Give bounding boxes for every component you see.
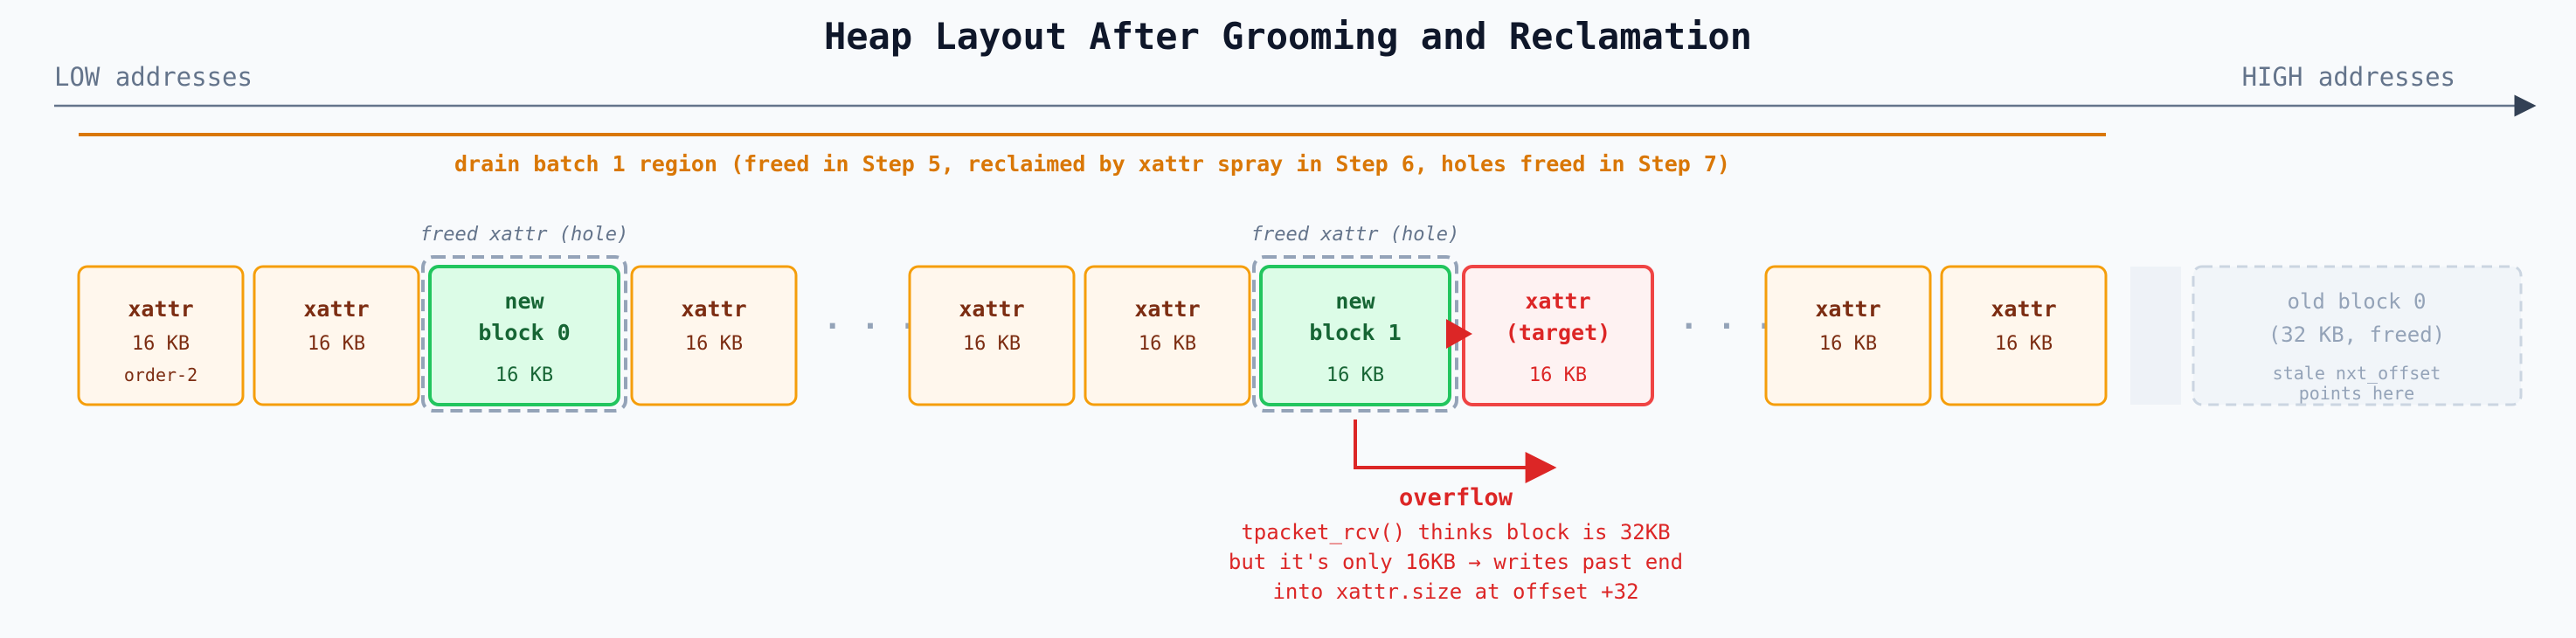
block-size: 16 KB xyxy=(495,364,553,386)
block-name: new xyxy=(1335,288,1375,314)
block-size: 16 KB xyxy=(1819,333,1877,355)
xattr-block: xattr 16 KB xyxy=(1764,265,1932,406)
hole-label-0: freed xattr (hole) xyxy=(420,224,628,246)
drain-region-label: drain batch 1 region (freed in Step 5, r… xyxy=(454,151,1730,177)
diagram-title: Heap Layout After Grooming and Reclamati… xyxy=(824,15,1752,58)
block-size: 16 KB xyxy=(132,333,190,355)
stale-pointer-note-line2: points here xyxy=(2299,383,2414,404)
hole-label-1: freed xattr (hole) xyxy=(1251,224,1459,246)
xattr-block: xattr 16 KB xyxy=(908,265,1076,406)
overflow-line-2: but it's only 16KB → writes past end xyxy=(1229,550,1683,574)
block-name-line2: block 1 xyxy=(1309,320,1401,345)
block-name: xattr xyxy=(1134,296,1200,322)
xattr-block: xattr 16 KB xyxy=(630,265,798,406)
block-size: 16 KB xyxy=(1326,364,1384,386)
block-name-line2: (target) xyxy=(1506,320,1610,345)
block-size: 16 KB xyxy=(963,333,1021,355)
region-separator xyxy=(2130,267,2181,405)
xattr-block: xattr 16 KB xyxy=(1084,265,1251,406)
overflow-line-1: tpacket_rcv() thinks block is 32KB xyxy=(1241,520,1670,544)
xattr-block: xattr 16 KB order-2 xyxy=(77,265,245,406)
low-addresses-label: LOW addresses xyxy=(54,62,253,92)
new-block-0: new block 0 16 KB xyxy=(421,255,627,413)
block-name-line2: block 0 xyxy=(478,320,570,345)
block-name: old block 0 xyxy=(2288,289,2427,314)
overflow-line-3: into xattr.size at offset +32 xyxy=(1272,579,1638,604)
xattr-block: xattr 16 KB xyxy=(1940,265,2108,406)
ellipsis: · · · xyxy=(823,309,918,344)
block-name: xattr xyxy=(128,296,193,322)
overflow-boundary-arrow-icon xyxy=(1446,319,1472,349)
old-block-0: old block 0 (32 KB, freed) stale nxt_off… xyxy=(2192,265,2523,406)
block-name: xattr xyxy=(959,296,1024,322)
block-size: 16 KB xyxy=(1139,333,1196,355)
overflow-arrow xyxy=(1354,420,1557,483)
block-size: 16 KB xyxy=(1995,333,2053,355)
xattr-block: xattr 16 KB xyxy=(253,265,420,406)
block-name: new xyxy=(504,288,544,314)
target-xattr-block: xattr (target) 16 KB xyxy=(1462,265,1654,406)
block-size: (32 KB, freed) xyxy=(2268,322,2445,347)
block-size: 16 KB xyxy=(685,333,743,355)
ellipsis: · · · xyxy=(1679,309,1774,344)
block-name: xattr xyxy=(1525,288,1590,314)
block-size: 16 KB xyxy=(1529,364,1587,386)
overflow-heading: overflow xyxy=(1399,484,1513,511)
block-size: 16 KB xyxy=(308,333,365,355)
new-block-1: new block 1 16 KB xyxy=(1252,255,1458,413)
block-name: xattr xyxy=(1991,296,2056,322)
block-name: xattr xyxy=(1815,296,1880,322)
block-order: order-2 xyxy=(124,364,197,385)
block-name: xattr xyxy=(681,296,746,322)
block-name: xattr xyxy=(303,296,369,322)
high-addresses-label: HIGH addresses xyxy=(2242,62,2455,92)
stale-pointer-note: stale nxt_offset xyxy=(2273,363,2441,384)
